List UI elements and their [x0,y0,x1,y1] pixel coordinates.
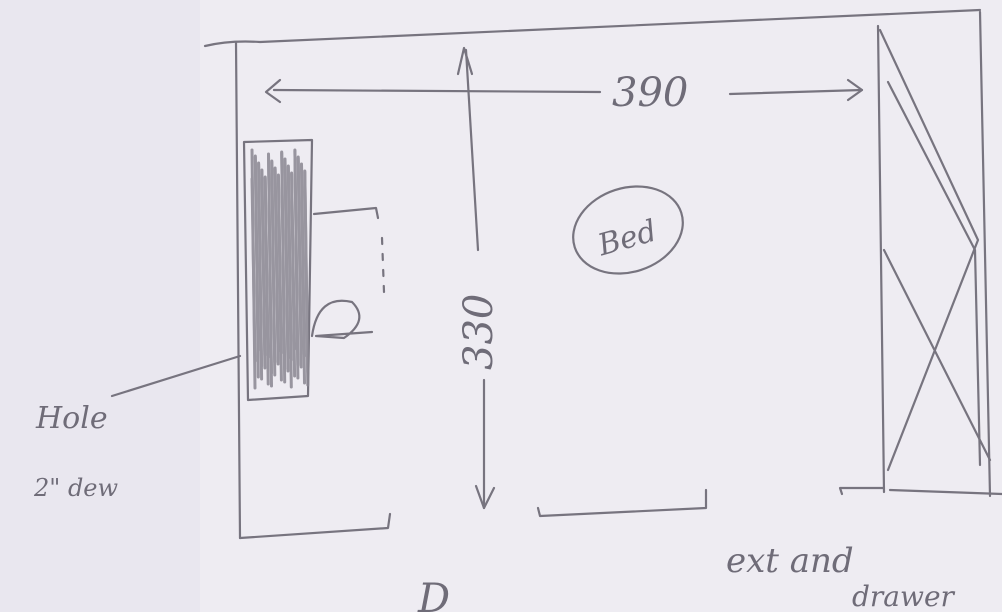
wardrobe-box [876,10,1002,498]
width-dimension-arrow [264,78,864,104]
hole-note: 2" dew [33,474,119,502]
width-dimension-label: 390 [612,70,688,116]
bottom-mark: D [417,576,450,612]
fixture-lines [310,206,386,340]
room-bottom-wall-middle [536,488,708,518]
hole-shading [250,148,310,390]
room-left-wall [234,40,242,540]
hole-leader-line [110,354,242,398]
paper-shadow [0,0,200,612]
hole-block [242,138,314,402]
depth-dimension-arrow [456,46,496,510]
hole-label: Hole [35,401,108,436]
bed-circle [572,185,684,275]
depth-dimension-label: 330 [456,294,502,370]
room-bottom-wall-left [238,512,392,540]
room-bottom-wall-right [838,486,886,496]
cabinet-label: ext and [726,541,854,581]
cabinet-label-2: drawer [852,580,956,612]
room-top-wall [203,8,982,48]
